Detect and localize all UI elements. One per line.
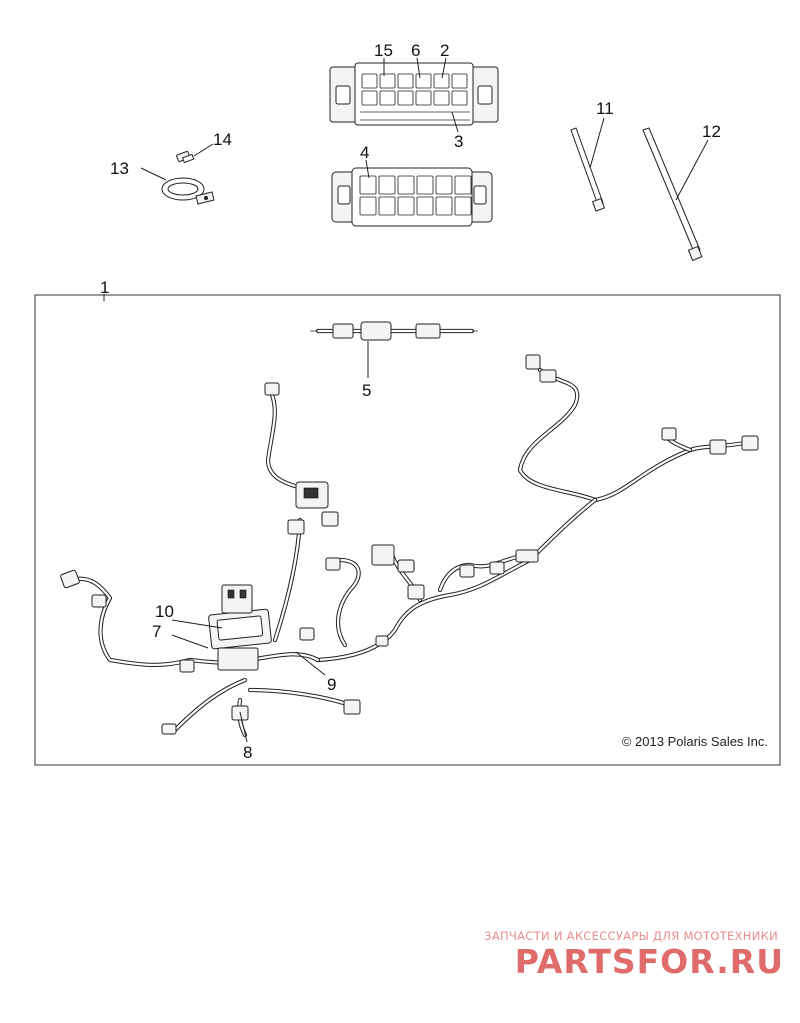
watermark-brand: PARTSFOR.RU <box>515 942 784 981</box>
callout-5: 5 <box>362 381 371 400</box>
fuse-cell <box>397 73 414 89</box>
fuse-cell <box>361 73 378 89</box>
callout-9: 9 <box>327 675 336 694</box>
fuse-cell <box>359 196 377 216</box>
fuse-cell <box>361 90 378 106</box>
callout-3: 3 <box>454 132 463 151</box>
fuse-cell <box>379 90 396 106</box>
fuse-box-part <box>329 62 499 126</box>
callout-11: 11 <box>596 99 614 118</box>
callout-6: 6 <box>411 41 420 60</box>
fuse-cell <box>451 90 468 106</box>
fuse-cell <box>397 175 415 195</box>
callout-14: 14 <box>213 130 232 149</box>
callout-7: 7 <box>152 622 161 641</box>
bolt-part <box>176 150 195 164</box>
fuse-cell <box>435 175 453 195</box>
fuse-cell <box>416 196 434 216</box>
copyright-text: © 2013 Polaris Sales Inc. <box>622 734 768 749</box>
fuse-cell <box>416 175 434 195</box>
fuse-cell <box>397 196 415 216</box>
watermark-tagline: ЗАПЧАСТИ И АКСЕССУАРЫ ДЛЯ МОТОТЕХНИКИ <box>484 929 778 943</box>
fuse-cell <box>415 90 432 106</box>
cable-tie-long-part <box>642 127 703 262</box>
fuse-cell <box>378 196 396 216</box>
relay-box-part <box>331 167 493 227</box>
fuse-cell <box>359 175 377 195</box>
hose-clamp-part <box>161 177 215 205</box>
callout-10: 10 <box>155 602 174 621</box>
assembly-frame <box>34 294 781 766</box>
callout-13: 13 <box>110 159 129 178</box>
fuse-cell <box>433 90 450 106</box>
cable-tie-short-part <box>570 127 606 212</box>
fuse-cell <box>397 90 414 106</box>
fuse-cell <box>378 175 396 195</box>
callout-12: 12 <box>702 122 721 141</box>
fuse-cell <box>379 73 396 89</box>
fuse-cell <box>435 196 453 216</box>
callout-4: 4 <box>360 143 369 162</box>
callout-15: 15 <box>374 41 393 60</box>
fuse-cell <box>451 73 468 89</box>
jumper-harness-part <box>310 321 478 378</box>
fuse-cell <box>433 73 450 89</box>
fuse-cell <box>454 196 472 216</box>
callout-2: 2 <box>440 41 449 60</box>
callout-1: 1 <box>100 278 109 297</box>
main-wiring-harness <box>60 354 759 738</box>
fuse-cell <box>415 73 432 89</box>
fuse-cell <box>454 175 472 195</box>
callout-8: 8 <box>243 743 252 762</box>
